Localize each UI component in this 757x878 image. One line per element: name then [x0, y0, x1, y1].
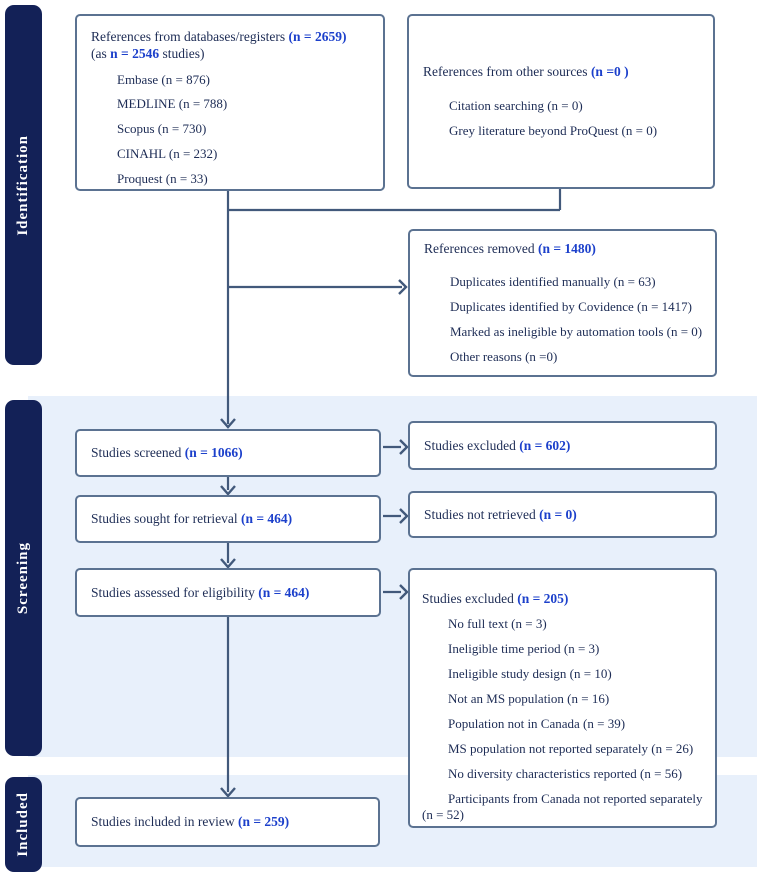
- box-title: References from other sources (n =0 ): [423, 63, 703, 80]
- title-count: (n =0 ): [590, 64, 629, 80]
- list-item: Embase (n = 876): [117, 71, 210, 87]
- title-text: References from databases/registers: [91, 29, 289, 44]
- box-references-other-sources: References from other sources (n =0 ) Ci…: [407, 14, 715, 189]
- list-item: Duplicates identified manually (n = 63): [450, 274, 656, 290]
- list-item: Grey literature beyond ProQuest (n = 0): [449, 122, 658, 138]
- title-text: Studies not retrieved: [424, 506, 540, 522]
- list-item: Ineligible time period (n = 3): [448, 641, 600, 657]
- list-item: Scopus (n = 730): [117, 121, 207, 137]
- box-studies-not-retrieved: Studies not retrieved (n = 0): [408, 491, 717, 538]
- title-count: (n = 464): [258, 584, 310, 600]
- box-title: Studies screened (n = 1066): [91, 444, 243, 461]
- list-item: Population not in Canada (n = 39): [448, 715, 626, 731]
- box-references-removed: References removed (n = 1480) Duplicates…: [408, 229, 717, 377]
- stage-bar-screening: Screening: [5, 400, 42, 756]
- title-count: (n = 205): [517, 591, 569, 606]
- removed-reasons-list: Duplicates identified manually (n = 63) D…: [424, 266, 705, 366]
- title-text: Studies screened: [91, 445, 185, 461]
- title-count: (n = 602): [519, 437, 571, 453]
- title-count: n = 2546: [110, 46, 160, 62]
- title-count: (n = 464): [240, 511, 293, 527]
- list-item: Citation searching (n = 0): [449, 97, 583, 113]
- list-item: MS population not reported separately (n…: [448, 740, 694, 756]
- box-title: References removed (n = 1480): [424, 240, 705, 257]
- box-title: Studies assessed for eligibility (n = 46…: [91, 584, 309, 601]
- title-text: Studies included in review: [91, 814, 238, 830]
- title-text: Studies excluded: [422, 591, 518, 606]
- stage-label-identification: Identification: [15, 134, 31, 236]
- box-studies-excluded-screening: Studies excluded (n = 602): [408, 421, 717, 470]
- stage-label-included: Included: [15, 792, 31, 857]
- list-item: No diversity characteristics reported (n…: [448, 765, 683, 781]
- title-text: Studies sought for retrieval: [91, 511, 241, 527]
- title-text: Studies assessed for eligibility: [91, 584, 259, 600]
- list-item: Proquest (n = 33): [117, 171, 208, 187]
- box-references-databases: References from databases/registers (n =…: [75, 14, 385, 191]
- box-studies-sought-retrieval: Studies sought for retrieval (n = 464): [75, 495, 381, 543]
- exclusion-reasons-list: No full text (n = 3) Ineligible time peri…: [422, 616, 703, 824]
- stage-label-screening: Screening: [15, 541, 31, 615]
- box-studies-included-review: Studies included in review (n = 259): [75, 797, 380, 847]
- title-text: studies): [159, 46, 205, 62]
- title-text: Studies excluded: [424, 437, 520, 453]
- list-item: Participants from Canada not reported se…: [422, 790, 703, 823]
- box-studies-excluded-eligibility: Studies excluded (n = 205) No full text …: [408, 568, 717, 828]
- title-text: (as: [91, 46, 111, 62]
- other-sources-list: Citation searching (n = 0) Grey literatur…: [423, 90, 703, 140]
- title-count: (n = 259): [237, 814, 290, 830]
- list-item: Other reasons (n =0): [450, 349, 558, 365]
- title-text: References removed: [424, 241, 538, 257]
- box-title: Studies not retrieved (n = 0): [424, 506, 577, 523]
- box-title: Studies sought for retrieval (n = 464): [91, 510, 292, 527]
- box-title: Studies excluded (n = 205): [422, 590, 703, 607]
- list-item: CINAHL (n = 232): [117, 146, 218, 162]
- title-count: (n = 0): [539, 506, 577, 522]
- list-item: MEDLINE (n = 788): [117, 96, 228, 112]
- box-title: Studies excluded (n = 602): [424, 437, 570, 454]
- list-item: Duplicates identified by Covidence (n = …: [450, 299, 692, 315]
- title-count: (n = 1480): [537, 241, 596, 257]
- list-item: Marked as ineligible by automation tools…: [450, 324, 703, 340]
- title-text: References from other sources: [423, 64, 591, 80]
- box-studies-screened: Studies screened (n = 1066): [75, 429, 381, 477]
- box-title: References from databases/registers (n =…: [91, 28, 373, 63]
- stage-bar-identification: Identification: [5, 5, 42, 365]
- box-studies-assessed-eligibility: Studies assessed for eligibility (n = 46…: [75, 568, 381, 617]
- title-count: (n = 1066): [184, 445, 243, 461]
- title-count: (n = 2659): [288, 29, 347, 44]
- list-item: Not an MS population (n = 16): [448, 690, 610, 706]
- database-list: Embase (n = 876) MEDLINE (n = 788) Scopus …: [91, 72, 373, 188]
- list-item: No full text (n = 3): [448, 616, 547, 632]
- stage-bar-included: Included: [5, 777, 42, 872]
- list-item: Ineligible study design (n = 10): [448, 666, 612, 682]
- box-title: Studies included in review (n = 259): [91, 813, 289, 830]
